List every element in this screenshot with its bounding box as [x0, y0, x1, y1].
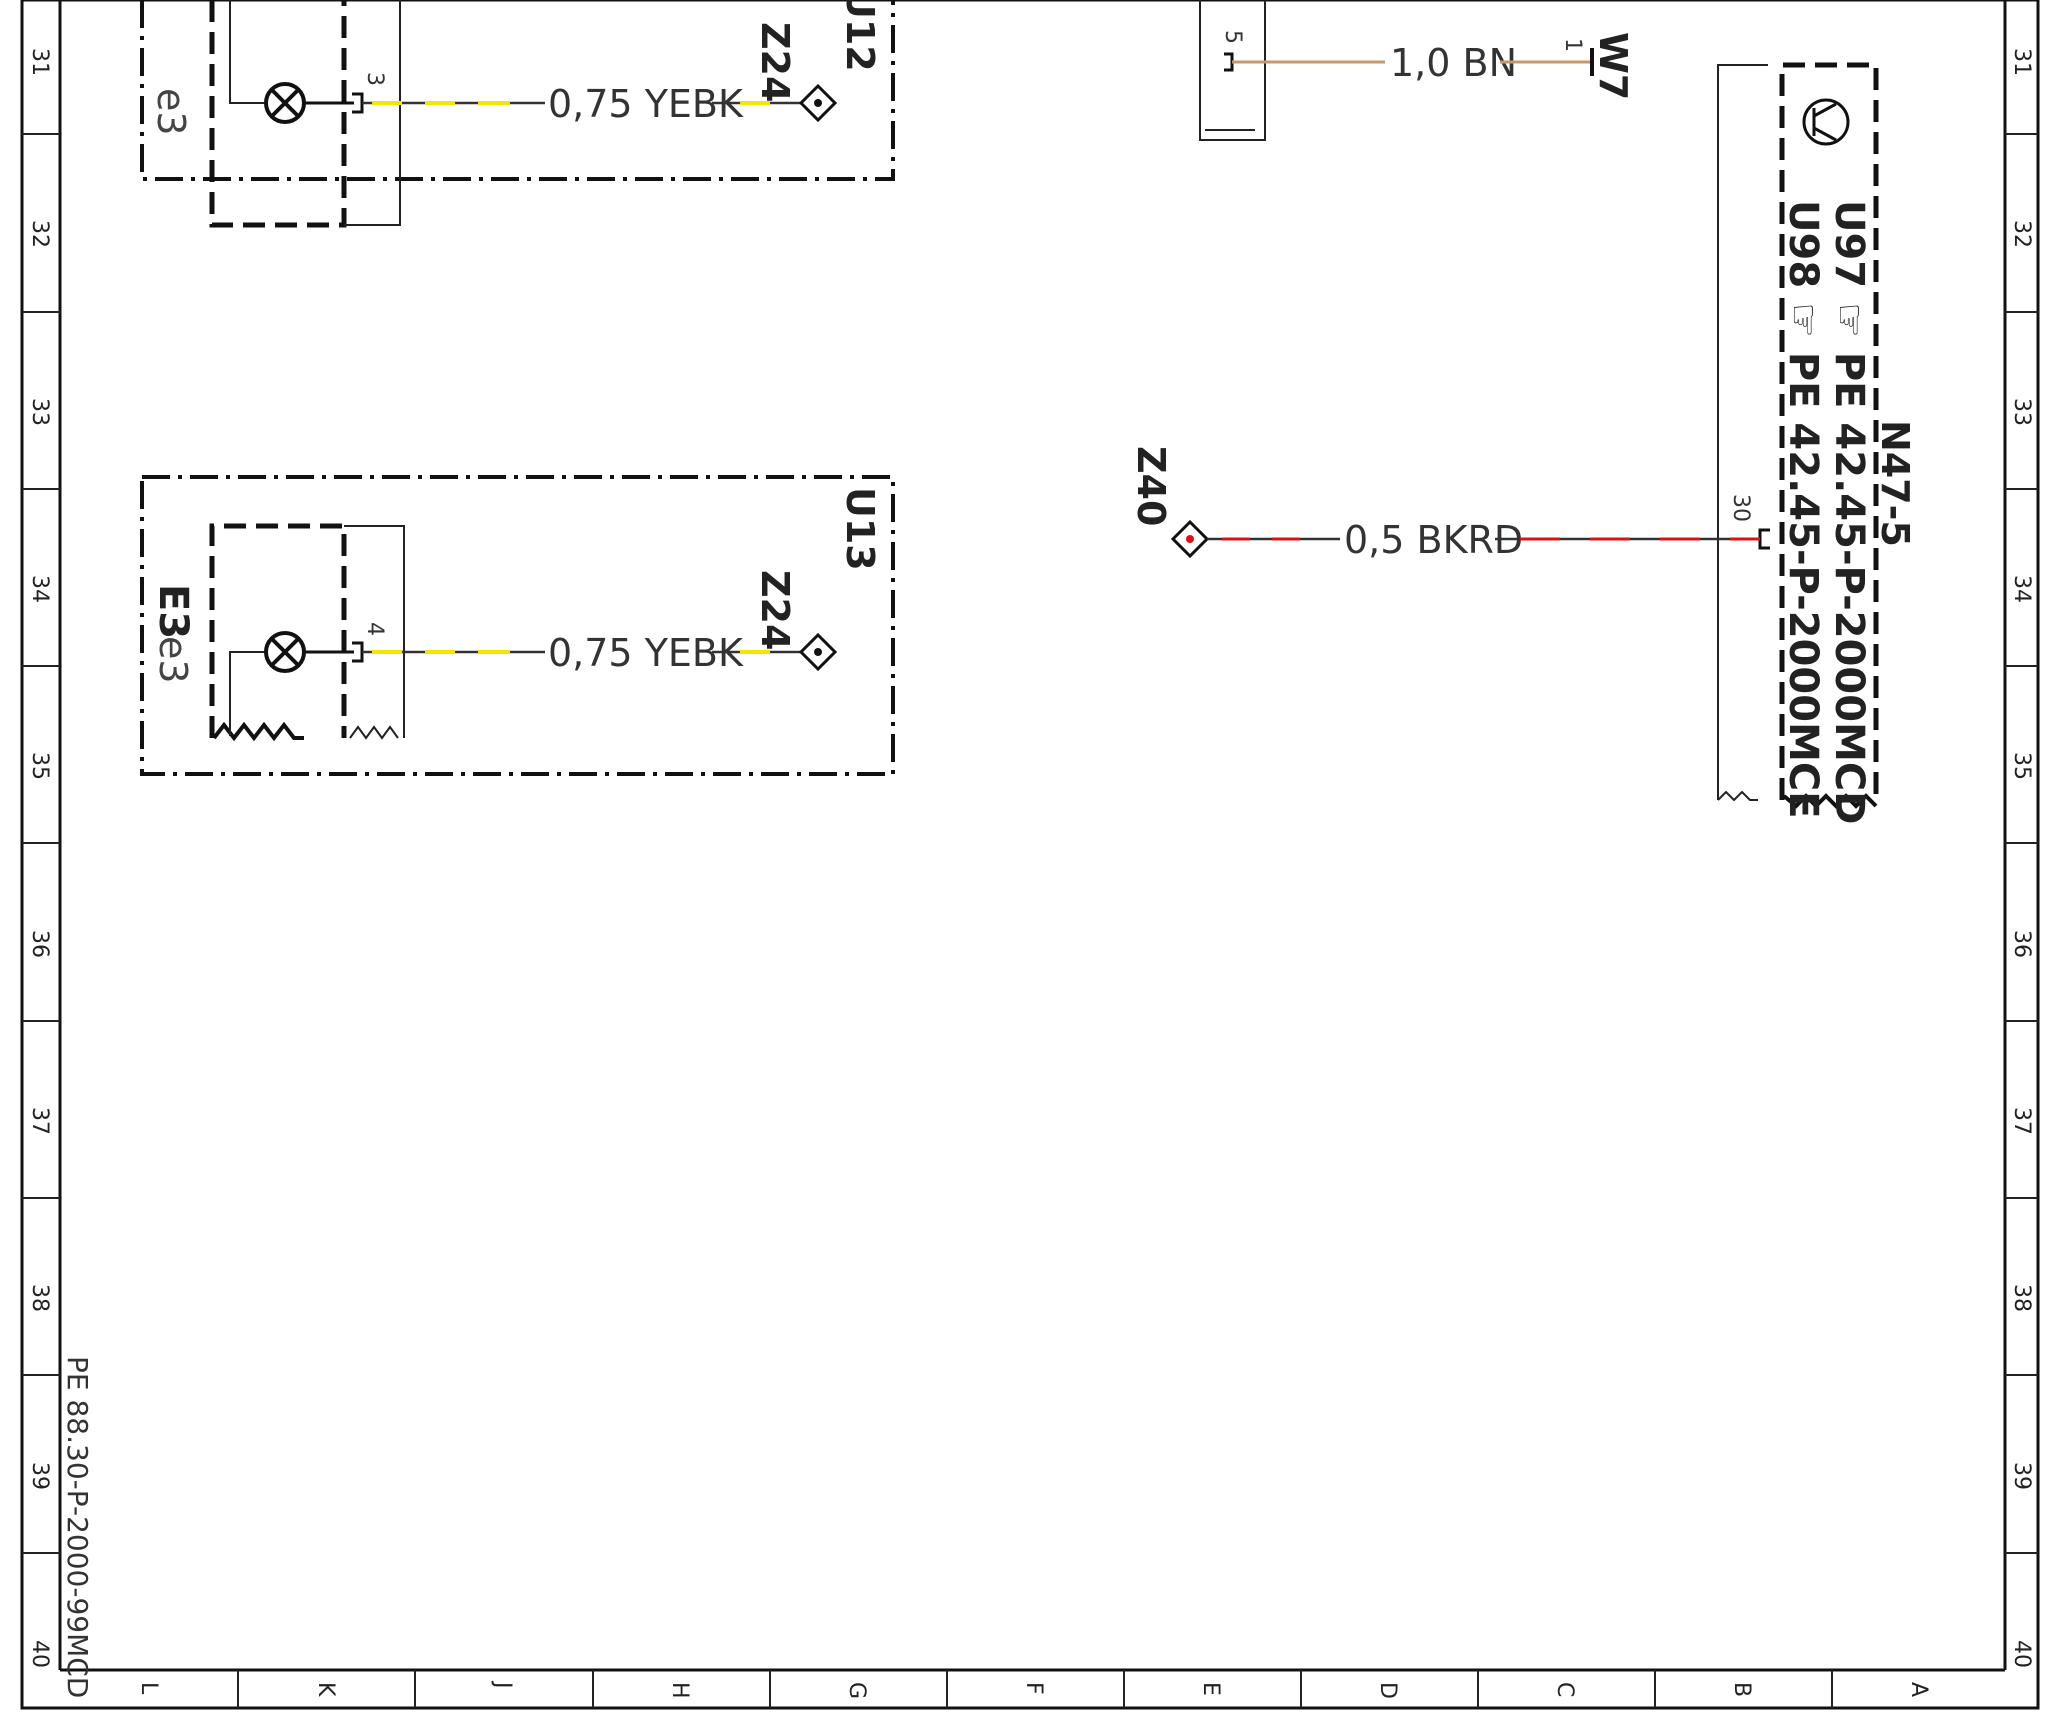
document-code: PE 88.30-P-2000-99MCD	[61, 1356, 94, 1698]
row-number: 40	[27, 1640, 52, 1668]
column-letter: K	[313, 1682, 338, 1697]
row-number: 35	[2009, 752, 2034, 780]
row-number: 33	[27, 398, 52, 426]
break-line	[212, 721, 304, 742]
column-grid-ticks	[237, 1670, 1833, 1708]
transistor-icon	[1802, 98, 1850, 146]
row-number: 35	[27, 752, 52, 780]
w7-ground: 5 1,0 BN 1 W7	[1199, 0, 1635, 141]
column-letter: L	[136, 1682, 161, 1695]
pin-connector-icon	[1224, 52, 1234, 72]
row-number: 32	[2009, 220, 2034, 248]
column-letter: H	[667, 1682, 692, 1699]
break-line	[349, 725, 399, 740]
row-number: 33	[2009, 398, 2034, 426]
row-number: 37	[27, 1107, 52, 1135]
row-numbers-left: 31 32 33 34 35 36 37 38 39 40	[27, 48, 52, 1668]
u12-inner-boundary	[209, 0, 347, 228]
pin-connector-icon	[1758, 528, 1770, 550]
lamp-label: E3	[150, 584, 196, 639]
pin-number: 30	[1728, 494, 1753, 522]
wire-label: 0,5 BKRD	[1344, 518, 1523, 562]
connector-label: Z24	[753, 570, 797, 650]
break-line	[1717, 790, 1758, 802]
pin-number: 5	[1220, 30, 1245, 44]
column-letter: D	[1375, 1682, 1400, 1699]
n47-module: N47-5 U97 ☞ PE 42.45-P-2000MCD U98 ☞ PE …	[1717, 62, 1917, 824]
u12-module: 3 e3 0,75 YEBK Z24 U12	[140, 0, 895, 228]
connector-label: Z24	[753, 22, 797, 102]
column-letter: E	[1198, 1682, 1223, 1696]
column-letter: J	[490, 1680, 515, 1689]
break-line	[1782, 793, 1878, 809]
row-number: 31	[27, 48, 52, 76]
u13-inner-boundary	[209, 523, 347, 738]
column-letter: G	[844, 1682, 869, 1699]
row-number: 36	[2009, 930, 2034, 958]
u13-module: 4 E3 e3 0,75 YEBK Z24 U13	[140, 475, 895, 776]
module-label: N47-5	[1873, 420, 1917, 547]
z40-wire: Z40 0,5 BKRD	[1129, 446, 1760, 562]
row-number: 37	[2009, 1107, 2034, 1135]
column-letter: F	[1021, 1682, 1046, 1695]
row-number: 38	[2009, 1284, 2034, 1312]
column-letter: A	[1906, 1682, 1931, 1697]
outer-frame	[20, 0, 2040, 1710]
row-number: 38	[27, 1284, 52, 1312]
module-label: U12	[838, 0, 882, 72]
column-letter: C	[1552, 1682, 1577, 1697]
n47-boundary	[1779, 62, 1879, 800]
row-number: 32	[27, 220, 52, 248]
row-number: 31	[2009, 48, 2034, 76]
pin-number: 3	[362, 72, 387, 86]
ground-label: W7	[1591, 32, 1635, 100]
reference-line: U98 ☞ PE 42.45-P-2000MCE	[1780, 200, 1826, 819]
column-letters: L K J H G F E D C B A	[136, 1680, 1931, 1699]
connector-label: Z40	[1129, 446, 1173, 526]
wire-label: 1,0 BN	[1390, 41, 1517, 85]
row-numbers-right: 31 32 33 34 35 36 37 38 39 40	[2009, 48, 2034, 1668]
row-number: 36	[27, 930, 52, 958]
wire-label: 0,75 YEBK	[548, 631, 744, 675]
reference-line: U97 ☞ PE 42.45-P-2000MCD	[1826, 200, 1872, 824]
pin-number: 4	[362, 622, 387, 636]
row-grid-ticks	[22, 133, 2038, 1554]
column-letter: B	[1729, 1682, 1754, 1697]
row-number: 39	[27, 1462, 52, 1490]
lamp-label: e3	[149, 88, 193, 136]
lamp-sublabel: e3	[151, 636, 195, 684]
u12-boundary	[140, 0, 895, 181]
row-number: 34	[27, 575, 52, 603]
wire-label: 0,75 YEBK	[548, 82, 744, 126]
u13-boundary	[140, 475, 895, 776]
row-number: 40	[2009, 1640, 2034, 1668]
module-label: U13	[838, 487, 882, 571]
row-number: 39	[2009, 1462, 2034, 1490]
pin-number: 1	[1560, 38, 1585, 52]
row-number: 34	[2009, 575, 2034, 603]
